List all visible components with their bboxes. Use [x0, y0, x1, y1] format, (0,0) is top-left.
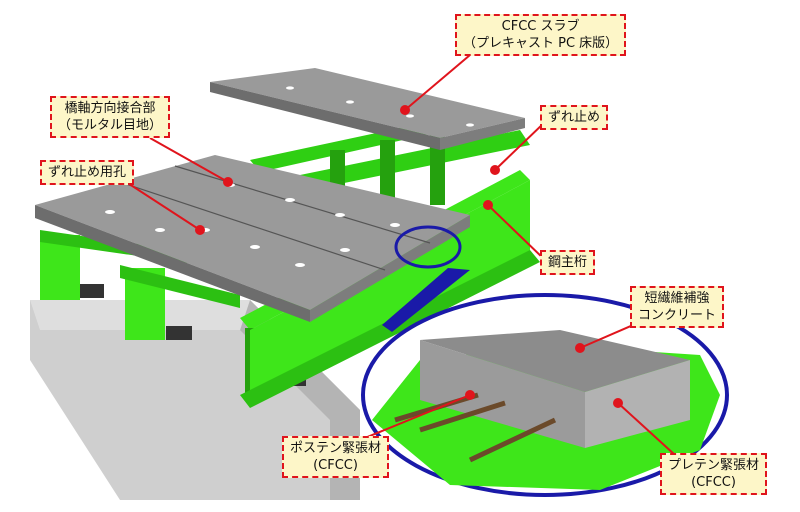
label-shear-connector: ずれ止め — [540, 105, 609, 130]
label-pre-tension-tendon: プレテン緊張材 (CFCC) — [660, 453, 768, 495]
label-fiber-reinforced-concrete: 短繊維補強 コンクリート — [630, 286, 725, 328]
floating-cfcc-slab — [210, 68, 525, 150]
label-longitudinal-joint: 橋軸方向接合部 （モルタル目地） — [50, 96, 171, 138]
label-post-tension-tendon: ポステン緊張材 (CFCC) — [282, 436, 390, 478]
label-steel-girder: 鋼主桁 — [540, 250, 596, 275]
label-cfcc-slab: CFCC スラブ （プレキャスト PC 床版） — [455, 14, 627, 56]
label-stud-hole: ずれ止め用孔 — [40, 160, 135, 185]
zoom-detail — [361, 225, 729, 497]
leader-lines — [119, 54, 676, 456]
